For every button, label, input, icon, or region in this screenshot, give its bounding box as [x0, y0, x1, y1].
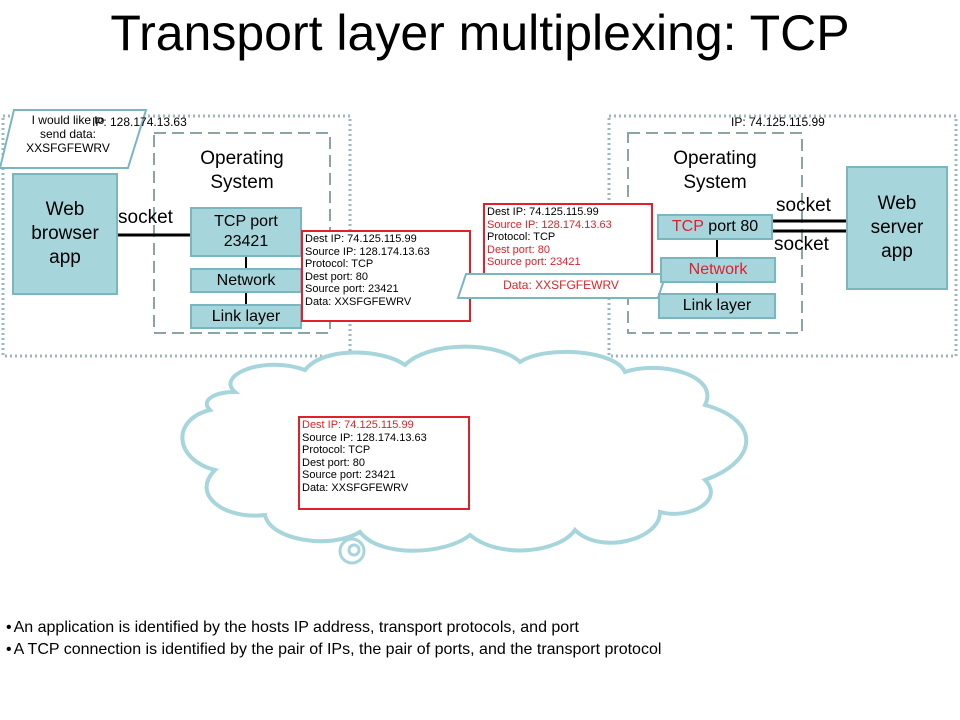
server-packet: Dest IP: 74.125.115.99 Source IP: 128.17… [483, 203, 653, 281]
server-os-line-2: System [683, 172, 747, 193]
client-os-line-2: System [210, 172, 274, 193]
client-packet-protocol: Protocol: TCP [305, 258, 374, 271]
cloud-packet-dest-port: Dest port: 80 [302, 456, 365, 469]
server-tcp-prefix: TCP [671, 218, 704, 235]
client-network-box: Network [190, 268, 302, 293]
client-packet-source-ip: Source IP: 128.174.13.63 [305, 245, 430, 258]
server-data-tag: Data: XXSFGFEWRV [503, 278, 619, 292]
web-server-app: Web server app [846, 166, 948, 290]
client-note-bubble [0, 109, 148, 169]
web-server-app-line-2: server [870, 217, 924, 238]
client-note-line-3: XXSFGFEWRV [26, 141, 110, 155]
server-os-label: Operating System [645, 147, 785, 195]
client-tcp-line-2: 23421 [223, 233, 269, 250]
client-note-line-1: I would like to [31, 113, 105, 127]
cloud-packet-source-ip: Source IP: 128.174.13.63 [302, 431, 427, 444]
bullet-item: An application is identified by the host… [6, 617, 661, 639]
server-packet-protocol: Protocol: TCP [487, 231, 556, 244]
bullet-item: A TCP connection is identified by the pa… [6, 639, 662, 661]
server-os-line-1: Operating [673, 148, 757, 169]
cloud-packet-source-port: Source port: 23421 [302, 469, 396, 482]
client-ip-label: IP: 128.174.13.63 [92, 115, 187, 129]
web-server-app-line-1: Web [877, 193, 917, 214]
cloud-packet: Dest IP: 74.125.115.99 Source IP: 128.17… [298, 416, 470, 510]
client-packet-source-port: Source port: 23421 [305, 283, 399, 296]
client-os-label: Operating System [172, 147, 312, 195]
server-packet-dest-ip: Dest IP: 74.125.115.99 [487, 206, 599, 218]
cloud-packet-data: Data: XXSFGFEWRV [302, 481, 409, 494]
web-browser-app-line-2: browser [31, 223, 99, 244]
server-network-box: Network [660, 257, 776, 283]
summary-bullets: An application is identified by the host… [6, 617, 662, 661]
server-ip-label: IP: 74.125.115.99 [731, 115, 825, 129]
server-packet-dest-port: Dest port: 80 [487, 243, 550, 256]
client-tcp-port-box: TCP port 23421 [190, 207, 302, 257]
client-packet-dest-ip: Dest IP: 74.125.115.99 [305, 233, 417, 245]
client-packet-data: Data: XXSFGFEWRV [305, 295, 412, 308]
client-packet-dest-port: Dest port: 80 [305, 270, 368, 283]
client-packet: Dest IP: 74.125.115.99 Source IP: 128.17… [301, 230, 471, 322]
server-tcp-rest: port 80 [703, 218, 759, 235]
server-socket-label-1: socket [776, 195, 831, 216]
server-tcp-port-box: TCP port 80 [657, 214, 773, 240]
server-link-layer-box: Link layer [658, 293, 776, 319]
client-link-layer-box: Link layer [190, 304, 302, 329]
cloud-bubble-inner [347, 543, 361, 557]
client-socket-label: socket [118, 207, 173, 228]
client-os-line-1: Operating [200, 148, 284, 169]
client-note-line-2: send data: [39, 127, 97, 141]
server-packet-source-port: Source port: 23421 [487, 256, 581, 269]
web-server-app-line-3: app [881, 241, 913, 262]
client-note: I would like to send data: XXSFGFEWRV [4, 113, 132, 155]
client-tcp-line-1: TCP port [214, 213, 278, 230]
page-title: Transport layer multiplexing: TCP [110, 5, 850, 61]
web-browser-app-line-1: Web [45, 199, 85, 220]
cloud-packet-protocol: Protocol: TCP [302, 444, 371, 457]
server-socket-label-2: socket [774, 234, 829, 255]
cloud-packet-dest-ip: Dest IP: 74.125.115.99 [302, 419, 414, 431]
web-browser-app: Web browser app [12, 173, 118, 295]
server-host-boundary [607, 114, 958, 358]
web-browser-app-line-3: app [49, 247, 81, 268]
server-packet-source-ip: Source IP: 128.174.13.63 [487, 218, 612, 231]
